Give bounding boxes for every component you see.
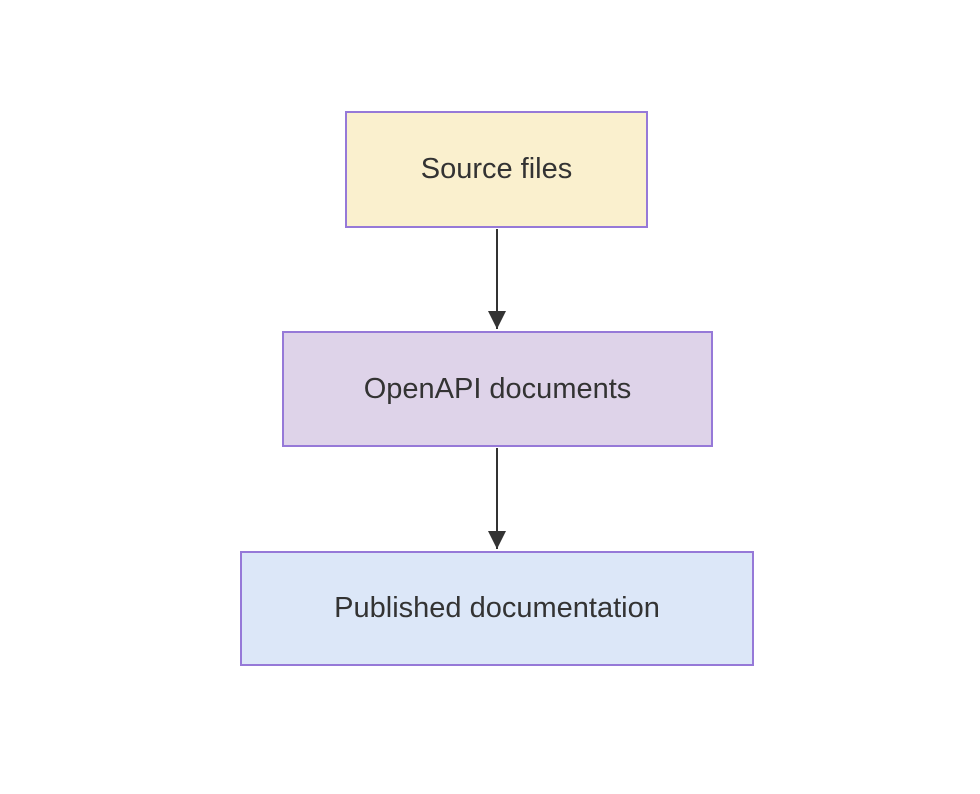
node-source-files: Source files <box>345 111 648 228</box>
node-published-documentation: Published documentation <box>240 551 754 666</box>
node-openapi-documents-label: OpenAPI documents <box>363 372 632 405</box>
node-published-documentation-label: Published documentation <box>334 592 660 625</box>
node-source-files-label: Source files <box>420 153 573 186</box>
node-openapi-documents: OpenAPI documents <box>282 331 713 447</box>
